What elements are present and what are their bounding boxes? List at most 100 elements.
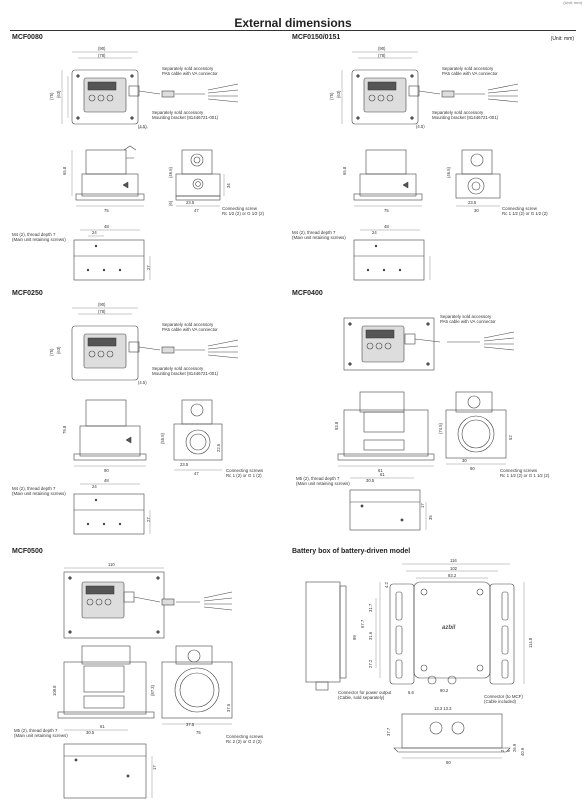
corner-note: (Unit: mm) — [563, 0, 582, 5]
dim-110: 110 — [108, 562, 115, 567]
bracket-note-2b: Mounting bracket (81446721-001) — [432, 115, 499, 120]
power-note-1: Connector for power output — [338, 690, 392, 695]
dim-37-7: 37.7 — [386, 727, 391, 736]
dim-30-5: 30.5 — [366, 478, 375, 483]
bracket-note-2c: Mounting bracket (81446721-001) — [152, 371, 219, 376]
pa5-note-1d: Separately sold accessory — [440, 314, 492, 319]
conn-note-1c: Connecting screws — [226, 468, 264, 473]
dim-60-b: 60 — [446, 760, 451, 765]
dim-78-c: (78) — [98, 309, 106, 314]
dim-47-c: 47 — [194, 471, 199, 476]
dim-24-b: 24 — [372, 230, 377, 235]
pa5-note-2c: PA5 cable with VA connector — [162, 327, 218, 332]
pa5-note-2b: PA5 cable with VA connector — [442, 71, 498, 76]
dim-102: 102 — [450, 566, 457, 571]
dim-13-3: 13.3 13.3 — [434, 706, 452, 711]
model-mcf0150: MCF0150/0151 — [292, 34, 341, 41]
bracket-note-1: Separately sold accessory — [152, 110, 204, 115]
dim-61-c: 61 — [100, 724, 105, 729]
dim-24-c: 24 — [92, 484, 97, 489]
dim-4-2: 4.2 — [384, 582, 389, 588]
dim-75-c: 75 — [384, 208, 389, 213]
dim-23-5: 23.5 — [186, 200, 195, 205]
dim-90-d: 90 — [104, 468, 109, 473]
mcf-conn-note-2: (Cable included) — [484, 699, 516, 704]
dim-61: 61 — [378, 468, 383, 473]
dim-4-5: (4.5) — [138, 124, 147, 129]
conn-note-2c: Rc 1 (2) or G 1 (2) — [226, 473, 262, 478]
dim-48: 48 — [104, 224, 109, 229]
conn-note-1d: Connecting screws — [500, 468, 538, 473]
m4-note-2b: (Main unit retaining screws) — [292, 235, 346, 240]
dim-75-b: 75 — [104, 208, 109, 213]
dim-6-6: 6.6 — [408, 690, 414, 695]
conn-note-2: Rc 1⁄2 (2) or G 1⁄2 (2) — [222, 211, 264, 216]
dim-48-b: 48 — [384, 224, 389, 229]
dim-6-b: 6 — [506, 749, 511, 752]
model-mcf0500: MCF0500 — [12, 548, 43, 555]
dim-4-5-c: (4.5) — [138, 380, 147, 385]
dim-4-5-b: (4.5) — [416, 124, 425, 129]
dim-2: 2 — [500, 749, 505, 752]
dim-61-b: 61 — [380, 472, 385, 477]
model-battery-box: Battery box of battery-driven model — [292, 548, 411, 555]
model-mcf0400: MCF0400 — [292, 290, 323, 297]
dim-30: 30 — [474, 208, 479, 213]
dim-30-5-b: 30.5 — [86, 730, 95, 735]
m5-note-2: (Main unit retaining screws) — [296, 481, 350, 486]
pa5-note-2: PA5 cable with VA connector — [162, 71, 218, 76]
pa5-note-2d: PA5 cable with VA connector — [440, 319, 496, 324]
dim-60: 60 — [470, 466, 475, 471]
mcf-conn-note-1: Connector (to MCF) — [484, 694, 523, 699]
dim-116: 116 — [450, 558, 457, 563]
power-note-2: (Cable, sold separately) — [338, 695, 385, 700]
dim-78: (78) — [98, 53, 106, 58]
dim-31-7: 31.7 — [368, 603, 373, 612]
dim-40-9: 40.9 — [520, 747, 525, 756]
dim-27-2: 27.2 — [368, 659, 373, 668]
dim-75-d: 75 — [196, 730, 201, 735]
azbil-logo: azbil — [442, 625, 456, 631]
unit-note: (Unit: mm) — [550, 36, 574, 42]
dim-24: 24 — [92, 230, 97, 235]
conn-note-2b: Rc 1 1⁄2 (2) or G 1⁄2 (2) — [502, 211, 548, 216]
dim-90: (90) — [98, 46, 106, 51]
bracket-note-2: Mounting bracket (81446721-001) — [152, 115, 219, 120]
m5-note-1b: M5 (2), thread depth 7 — [14, 728, 58, 733]
m5-note-2b: (Main unit retaining screws) — [14, 733, 68, 738]
model-mcf0080: MCF0080 — [12, 34, 43, 41]
pa5-note-1c: Separately sold accessory — [162, 322, 214, 327]
dim-90-c: (90) — [98, 302, 106, 307]
bracket-note-1c: Separately sold accessory — [152, 366, 204, 371]
m4-note-1c: M4 (2), thread depth 7 — [12, 486, 56, 491]
model-mcf0250: MCF0250 — [12, 290, 43, 297]
m4-note-2: (Main unit retaining screws) — [12, 237, 66, 242]
dim-47: 47 — [194, 208, 199, 213]
dim-67-7: 67.7 — [360, 619, 365, 628]
dim-26-9: 26.9 — [512, 743, 517, 752]
m4-note-1: M4 (2), thread depth 7 — [12, 232, 56, 237]
pa5-note-1: Separately sold accessory — [162, 66, 214, 71]
conn-note-2d: Rc 1 1⁄2 (2) or G 1 1⁄2 (2) — [500, 473, 550, 478]
conn-note-1: Connecting screw — [222, 206, 257, 211]
dim-23-5-c: 23.5 — [180, 462, 189, 467]
dim-48-c: 48 — [104, 478, 109, 483]
dim-23-5-b: 23.5 — [468, 200, 477, 205]
dim-90-b: (90) — [378, 46, 386, 51]
dim-31-6: 31.6 — [368, 631, 373, 640]
dim-30-b: 30 — [462, 458, 467, 463]
page-title: External dimensions — [234, 16, 352, 30]
title-rule — [10, 30, 576, 31]
m5-note-1: M5 (2), thread depth 7 — [296, 476, 340, 481]
dim-83-2: 83.2 — [448, 573, 457, 578]
m4-note-1b: M4 (2), thread depth 7 — [292, 230, 336, 235]
pa5-note-1b: Separately sold accessory — [442, 66, 494, 71]
conn-note-2e: Rc 2 (2) or G 2 (2) — [226, 739, 262, 744]
dim-114-8: 114.8 — [528, 637, 533, 648]
